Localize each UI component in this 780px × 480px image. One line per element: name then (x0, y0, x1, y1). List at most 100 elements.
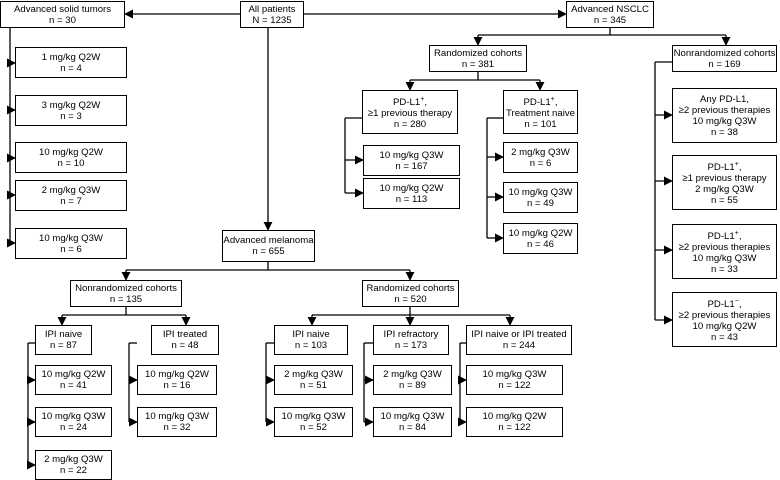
nsclc-arm-box: 10 mg/kg Q2W n = 113 (363, 178, 460, 209)
dose-label: 10 mg/kg Q2W (41, 369, 106, 380)
count-label: n = 52 (300, 422, 327, 433)
box-title: Advanced melanoma (223, 235, 314, 246)
box-count: n = 30 (49, 14, 76, 26)
box-title: Randomized cohorts (434, 47, 522, 59)
dose-label: 3 mg/kg Q2W (41, 99, 101, 111)
nsclc-randomized-cohorts-box: Randomized cohorts n = 381 (429, 45, 527, 72)
count-label: n = 113 (395, 193, 428, 205)
dose-label: 10 mg/kg Q3W (145, 411, 209, 422)
advanced-nsclc-box: Advanced NSCLC n = 345 (566, 1, 654, 28)
dose-label: 10 mg/kg Q3W (508, 186, 573, 198)
box-title: Randomized cohorts (366, 282, 455, 294)
count-label: n = 49 (527, 197, 554, 209)
box-count: n = 381 (461, 58, 495, 70)
solid-cohort-box: 10 mg/kg Q2W n = 10 (15, 142, 127, 173)
box-title: Advanced solid tumors (13, 3, 112, 15)
box-count: N = 1235 (252, 14, 292, 26)
box-count: n = 173 (394, 340, 428, 351)
nsclc-nonrandomized-cohort-box: PD-L1−, ≥2 previous therapies 10 mg/kg Q… (672, 292, 777, 347)
dose-label: 10 mg/kg Q3W (692, 115, 757, 127)
melanoma-nonrandomized-cohorts-box: Nonrandomized cohorts n = 135 (70, 280, 182, 307)
box-subtitle: ≥2 previous therapies (678, 242, 771, 254)
dose-label: 2 mg/kg Q3W (284, 369, 343, 380)
dose-label: 10 mg/kg Q2W (379, 182, 444, 194)
box-title: PD-L1+, (523, 95, 558, 109)
melanoma-arm-box: 10 mg/kg Q2W n = 16 (137, 365, 217, 395)
dose-label: 10 mg/kg Q2W (145, 369, 209, 380)
melanoma-arm-box: 2 mg/kg Q3W n = 51 (274, 365, 353, 395)
melanoma-arm-box: 10 mg/kg Q2W n = 41 (35, 365, 112, 395)
dose-label: 10 mg/kg Q3W (482, 369, 547, 380)
box-subtitle: ≥1 previous therapy (682, 173, 767, 185)
dose-label: 10 mg/kg Q3W (39, 232, 103, 244)
box-count: n = 655 (252, 246, 285, 257)
melanoma-arm-box: 2 mg/kg Q3W n = 89 (373, 365, 452, 395)
box-title: IPI naive (44, 329, 83, 340)
nsclc-nonrandomized-cohort-box: PD-L1+, ≥2 previous therapies 10 mg/kg Q… (672, 224, 777, 279)
melanoma-randomized-cohorts-box: Randomized cohorts n = 520 (362, 280, 459, 307)
melanoma-arm-box: 10 mg/kg Q3W n = 32 (137, 407, 217, 437)
box-title: IPI refractory (383, 329, 439, 340)
box-count: n = 135 (109, 293, 143, 305)
box-title: Nonrandomized cohorts (673, 47, 776, 59)
count-label: n = 32 (163, 422, 191, 433)
box-title: IPI naive (292, 329, 330, 340)
box-count: n = 520 (394, 293, 427, 305)
box-title: Any PD-L1, (699, 93, 750, 105)
advanced-melanoma-box: Advanced melanoma n = 655 (222, 230, 315, 262)
dose-label: 10 mg/kg Q2W (692, 321, 757, 333)
count-label: n = 38 (711, 126, 738, 138)
count-label: n = 43 (711, 332, 738, 344)
count-label: n = 6 (529, 157, 552, 169)
dose-label: 2 mg/kg Q3W (44, 454, 103, 465)
box-title: IPI treated (162, 329, 208, 340)
box-subtitle: ≥1 previous therapy (367, 108, 453, 120)
box-subtitle: ≥2 previous therapies (678, 310, 771, 322)
dose-label: 10 mg/kg Q2W (508, 227, 573, 239)
nsclc-nonrandomized-cohorts-box: Nonrandomized cohorts n = 169 (672, 45, 777, 72)
nsclc-arm-box: 2 mg/kg Q3W n = 6 (503, 142, 578, 173)
count-label: n = 89 (399, 380, 426, 391)
count-label: n = 6 (60, 243, 82, 255)
count-label: n = 55 (711, 195, 738, 207)
box-title: PD-L1+, (707, 160, 742, 174)
count-label: n = 33 (711, 264, 738, 276)
box-count: n = 345 (593, 14, 627, 26)
solid-cohort-box: 1 mg/kg Q2W n = 4 (15, 47, 127, 78)
melanoma-arm-box: 10 mg/kg Q2W n = 122 (466, 407, 563, 437)
box-count: n = 87 (50, 340, 77, 351)
count-label: n = 22 (60, 465, 87, 476)
nsclc-arm-box: 10 mg/kg Q3W n = 167 (363, 145, 460, 176)
count-label: n = 51 (300, 380, 327, 391)
count-label: n = 3 (60, 110, 82, 122)
count-label: n = 24 (60, 422, 87, 433)
melanoma-arm-box: 2 mg/kg Q3W n = 22 (35, 450, 112, 480)
all-patients-box: All patients N = 1235 (240, 1, 304, 28)
pdl1-treatment-naive-box: PD-L1+, Treatment naive n = 101 (503, 90, 578, 134)
dose-label: 1 mg/kg Q2W (41, 51, 101, 63)
dose-label: 10 mg/kg Q2W (482, 411, 547, 422)
box-title: All patients (248, 3, 296, 15)
box-count: n = 280 (393, 119, 427, 131)
box-count: n = 169 (708, 58, 741, 70)
advanced-solid-tumors-box: Advanced solid tumors n = 30 (0, 1, 125, 28)
box-count: n = 101 (524, 119, 557, 131)
count-label: n = 4 (60, 62, 82, 74)
box-subtitle: ≥2 previous therapies (678, 104, 771, 116)
box-title: PD-L1+, (707, 229, 742, 243)
ipi-naive-box: IPI naive n = 87 (35, 325, 92, 355)
box-count: n = 48 (171, 340, 199, 351)
box-count: n = 103 (294, 340, 328, 351)
dose-label: 10 mg/kg Q3W (380, 411, 445, 422)
box-title: Advanced NSCLC (571, 3, 649, 15)
count-label: n = 122 (498, 380, 531, 391)
dose-label: 10 mg/kg Q3W (281, 411, 346, 422)
count-label: n = 41 (60, 380, 87, 391)
nsclc-nonrandomized-cohort-box: Any PD-L1, ≥2 previous therapies 10 mg/k… (672, 88, 777, 143)
melanoma-arm-box: 10 mg/kg Q3W n = 84 (373, 407, 452, 437)
dose-label: 2 mg/kg Q3W (511, 146, 570, 158)
dose-label: 2 mg/kg Q3W (695, 184, 754, 196)
box-title: PD-L1−, (707, 297, 742, 311)
ipi-naive-or-treated-box: IPI naive or IPI treated n = 244 (466, 325, 572, 355)
ipi-treated-box: IPI treated n = 48 (151, 325, 219, 355)
